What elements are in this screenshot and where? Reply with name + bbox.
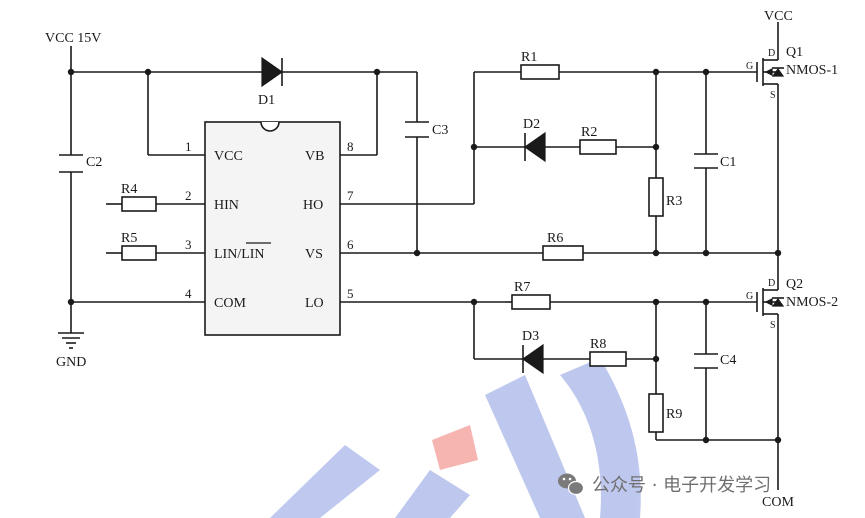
r9-label: R9: [666, 407, 682, 422]
r7-resistor: [511, 294, 551, 310]
vcc-top-label: VCC: [764, 9, 793, 24]
q1-nmos: [756, 22, 785, 253]
q2-gate-label: G: [746, 291, 753, 302]
watermark-stroke-4: [560, 358, 641, 518]
d1-label: D1: [258, 93, 275, 108]
pin-vcc-name: VCC: [214, 149, 243, 164]
vcc-15v-label: VCC 15V: [45, 31, 101, 46]
ic-body: [204, 121, 341, 336]
pin-1-number: 1: [185, 139, 192, 154]
high-side-network: [413, 64, 782, 261]
q2-nmos: [756, 253, 785, 490]
q2-source-label: S: [770, 320, 776, 331]
c4-label: C4: [720, 353, 736, 368]
r6-label: R6: [547, 231, 563, 246]
watermark-stroke-2: [395, 470, 470, 518]
nmos1-label: NMOS-1: [786, 63, 838, 78]
r8-label: R8: [590, 337, 606, 352]
low-side-network: [470, 294, 782, 444]
watermark-logo: [270, 358, 641, 518]
pin-vb-name: VB: [305, 149, 324, 164]
pin-8-number: 8: [347, 139, 354, 154]
watermark-text: 公众号 · 电子开发学习: [592, 475, 771, 496]
pin-ho-name: HO: [303, 198, 323, 213]
c3-label: C3: [432, 123, 448, 138]
r1-resistor: [520, 64, 560, 80]
watermark-caption: 公众号 · 电子开发学习: [558, 473, 771, 496]
pin-6-number: 6: [347, 237, 354, 252]
r4-resistor: [121, 196, 157, 212]
r9-resistor: [648, 393, 664, 433]
pin-5-number: 5: [347, 286, 354, 301]
input-resistors: [106, 196, 157, 261]
r3-resistor: [648, 177, 664, 217]
watermark-red-mark: [432, 425, 478, 470]
d3-label: D3: [522, 329, 539, 344]
pin-com-name: COM: [214, 296, 246, 311]
r4-label: R4: [121, 182, 137, 197]
pin-vs-name: VS: [305, 247, 323, 262]
r2-resistor: [579, 139, 617, 155]
r8-resistor: [589, 351, 627, 367]
pin-2-number: 2: [185, 188, 192, 203]
wechat-icon: [558, 473, 585, 496]
d2-diode: [523, 131, 546, 163]
q2-drain-label: D: [768, 278, 775, 289]
watermark-stroke-1: [270, 445, 380, 518]
bootstrap-path: [144, 56, 429, 253]
q1-label: Q1: [786, 45, 803, 60]
gnd-label: GND: [56, 355, 86, 370]
q1-gate-label: G: [746, 61, 753, 72]
d1-diode: [261, 56, 284, 88]
pin-hin-name: HIN: [214, 198, 239, 213]
r2-label: R2: [581, 125, 597, 140]
d2-label: D2: [523, 117, 540, 132]
gate-driver-ic: [156, 121, 543, 336]
c2-branch: [58, 46, 188, 349]
r5-resistor: [121, 245, 157, 261]
d3-diode: [521, 343, 544, 375]
q1-source-label: S: [770, 90, 776, 101]
q1-drain-label: D: [768, 48, 775, 59]
com-bottom-label: COM: [762, 495, 794, 510]
nmos2-label: NMOS-2: [786, 295, 838, 310]
c2-label: C2: [86, 155, 102, 170]
r7-label: R7: [514, 280, 530, 295]
pin-4-number: 4: [185, 286, 192, 301]
r3-label: R3: [666, 194, 682, 209]
q2-label: Q2: [786, 277, 803, 292]
watermark-stroke-3: [485, 375, 585, 518]
r6-resistor: [542, 245, 584, 261]
r1-label: R1: [521, 50, 537, 65]
pin-lo-name: LO: [305, 296, 324, 311]
pin-3-number: 3: [185, 237, 192, 252]
pin-7-number: 7: [347, 188, 354, 203]
c1-label: C1: [720, 155, 736, 170]
ic-notch: [260, 121, 280, 132]
r5-label: R5: [121, 231, 137, 246]
pin-lin-name: LIN/LIN: [214, 247, 265, 262]
